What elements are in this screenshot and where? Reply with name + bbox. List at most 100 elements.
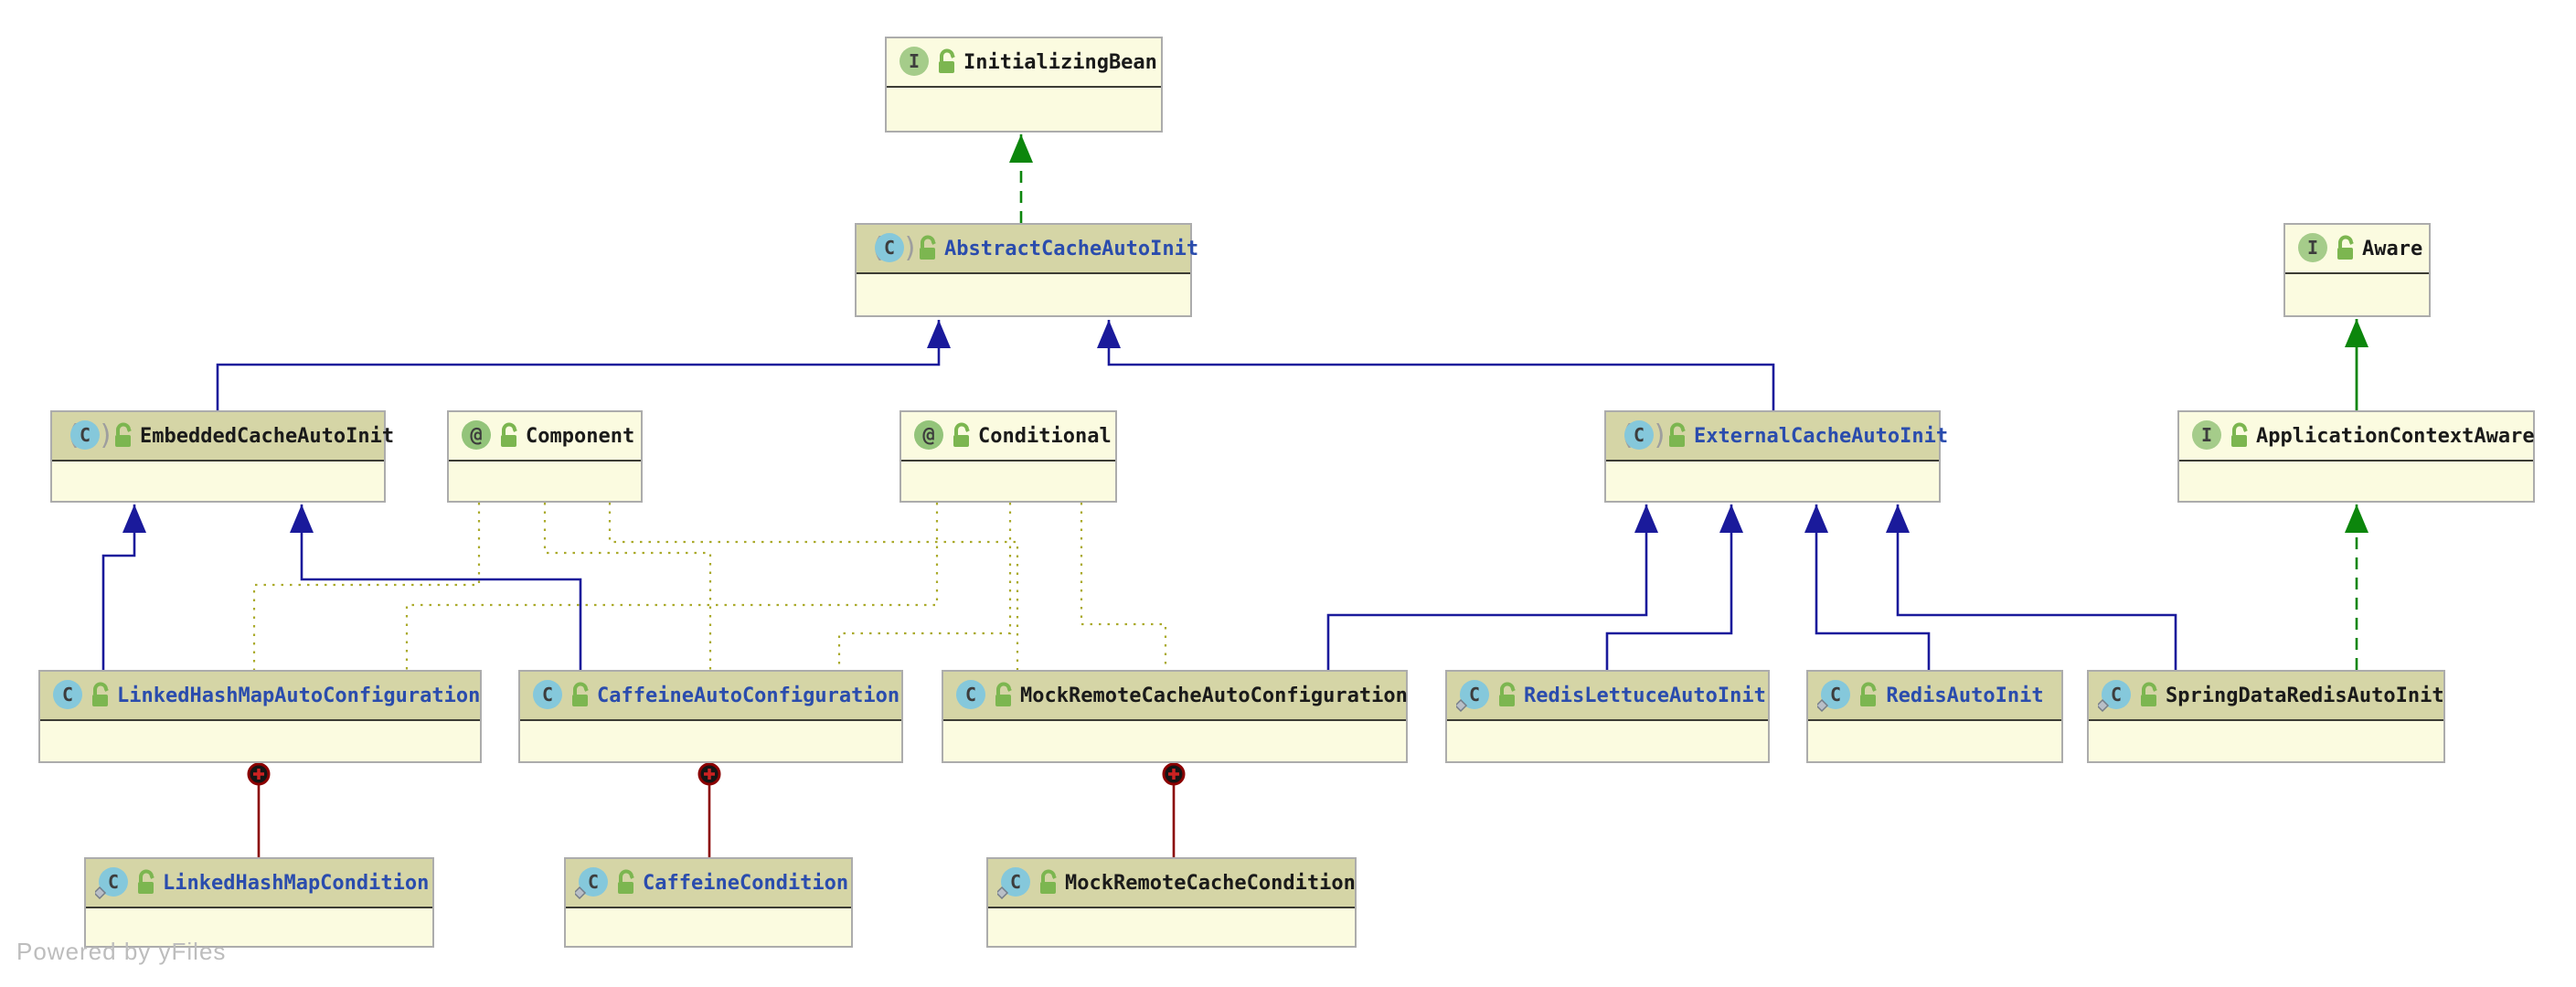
abstract_class-icon: ()C <box>869 232 913 264</box>
svg-text:@: @ <box>470 424 482 447</box>
node-members-compartment <box>52 462 384 501</box>
interface-icon: I <box>2298 233 2327 262</box>
edge-extends-caffeine-auto-configuration-to-embedded-cache-auto-init <box>300 504 582 670</box>
node-header[interactable]: I InitializingBean <box>887 38 1161 88</box>
class-icon: C <box>2098 680 2131 713</box>
svg-text:C: C <box>2111 684 2122 706</box>
svg-text:C: C <box>1010 871 1021 893</box>
inner-class-plus-icon <box>247 762 271 786</box>
class-name-label: SpringDataRedisAutoInit <box>2166 684 2444 707</box>
final-diamond-badge <box>1817 698 1829 713</box>
node-redis-auto-init[interactable]: C RedisAutoInit <box>1806 670 2063 763</box>
class-name-label: Component <box>526 424 635 448</box>
inner-class-plus-icon <box>697 762 721 786</box>
node-members-compartment <box>1447 721 1768 761</box>
class-icon: C <box>533 680 562 709</box>
class-name-label: MockRemoteCacheAutoConfiguration <box>1020 684 1408 707</box>
node-members-compartment <box>566 908 851 946</box>
edge-annotation-conditional-to-linked-hash-map-auto-configuration <box>405 503 939 670</box>
node-members-compartment <box>2285 274 2429 315</box>
node-header[interactable]: C LinkedHashMapAutoConfiguration <box>40 672 480 721</box>
unlocked-padlock-icon <box>2337 235 2354 260</box>
edge-annotation-conditional-to-caffeine-auto-configuration <box>837 503 1012 670</box>
svg-text:I: I <box>2307 237 2318 259</box>
final-diamond-badge <box>997 886 1009 900</box>
node-conditional[interactable]: @Conditional <box>899 410 1117 503</box>
node-application-context-aware[interactable]: I ApplicationContextAware <box>2177 410 2535 503</box>
class-name-label: RedisAutoInit <box>1886 684 2044 707</box>
arrowhead-icon <box>1009 134 1033 163</box>
node-caffeine-auto-configuration[interactable]: C CaffeineAutoConfiguration <box>518 670 903 763</box>
svg-text:C: C <box>62 684 73 706</box>
node-members-compartment <box>1606 462 1939 501</box>
node-mock-remote-cache-auto-configuration[interactable]: C MockRemoteCacheAutoConfiguration <box>942 670 1408 763</box>
svg-text:C: C <box>1634 424 1645 446</box>
svg-text:): ) <box>98 419 109 451</box>
node-spring-data-redis-auto-init[interactable]: C SpringDataRedisAutoInit <box>2087 670 2445 763</box>
edge-extends-mock-remote-cache-auto-configuration-to-external-cache-auto-init <box>1326 504 1648 670</box>
class-icon: C <box>956 680 985 709</box>
node-header[interactable]: @Conditional <box>901 412 1115 462</box>
svg-text:@: @ <box>922 424 934 447</box>
svg-text:): ) <box>1652 419 1663 451</box>
arrowhead-icon <box>1804 504 1828 533</box>
node-header[interactable]: C SpringDataRedisAutoInit <box>2089 672 2444 721</box>
node-members-compartment <box>887 88 1161 131</box>
node-initializing-bean[interactable]: I InitializingBean <box>885 37 1163 133</box>
class-name-label: InitializingBean <box>963 50 1157 74</box>
node-members-compartment <box>988 908 1355 946</box>
svg-text:): ) <box>902 232 913 264</box>
node-header[interactable]: I ApplicationContextAware <box>2179 412 2535 462</box>
svg-text:C: C <box>588 871 599 893</box>
class-name-label: CaffeineAutoConfiguration <box>597 684 900 707</box>
unlocked-padlock-icon <box>138 869 154 894</box>
unlocked-padlock-icon <box>939 48 955 73</box>
svg-text:I: I <box>909 50 920 72</box>
node-members-compartment <box>40 721 480 761</box>
edge-extends-redis-auto-init-to-external-cache-auto-init <box>1815 504 1931 670</box>
node-linked-hash-map-auto-configuration[interactable]: C LinkedHashMapAutoConfiguration <box>38 670 482 763</box>
svg-text:C: C <box>80 424 90 446</box>
node-header[interactable]: C MockRemoteCacheAutoConfiguration <box>943 672 1408 721</box>
class-name-label: ApplicationContextAware <box>2256 424 2535 448</box>
edge-extends-external-cache-auto-init-to-abstract-cache-auto-init <box>1107 320 1775 410</box>
abstract_class-icon: ()C <box>65 419 109 451</box>
class-name-label: ExternalCacheAutoInit <box>1694 424 1949 448</box>
node-members-compartment <box>857 274 1190 315</box>
edge-extends-embedded-cache-auto-init-to-abstract-cache-auto-init <box>216 320 941 410</box>
class-icon: C <box>1817 680 1850 713</box>
arrowhead-icon <box>122 504 146 533</box>
class-name-label: LinkedHashMapAutoConfiguration <box>117 684 481 707</box>
unlocked-padlock-icon <box>92 682 109 706</box>
node-header[interactable]: C RedisAutoInit <box>1808 672 2061 721</box>
class-icon: C <box>95 867 128 900</box>
arrowhead-icon <box>2345 319 2368 347</box>
node-header[interactable]: C CaffeineAutoConfiguration <box>520 672 901 721</box>
arrowhead-icon <box>1886 504 1910 533</box>
unlocked-padlock-icon <box>953 422 970 447</box>
node-component[interactable]: @ Component <box>447 410 643 503</box>
class-name-label: RedisLettuceAutoInit <box>1524 684 1766 707</box>
node-header[interactable]: @ Component <box>449 412 641 462</box>
annotation-icon: @ <box>914 420 943 450</box>
interface-icon: I <box>2192 420 2221 450</box>
unlocked-padlock-icon <box>2231 422 2248 447</box>
